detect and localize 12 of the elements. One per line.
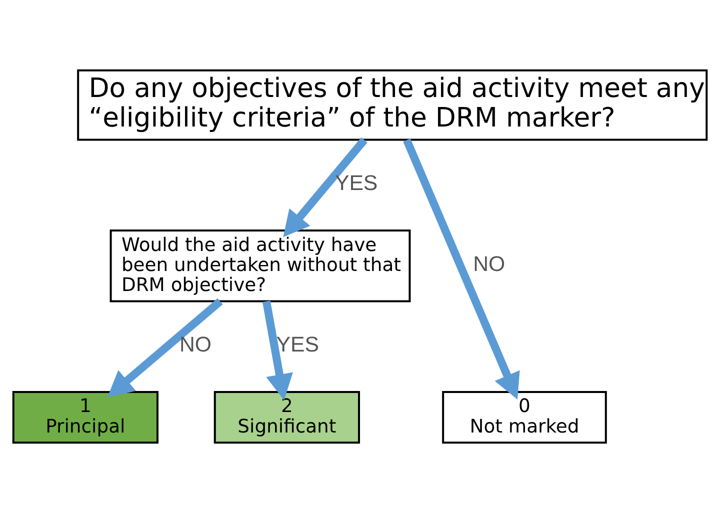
edge-label: NO [473,252,506,276]
node-box: Would the aid activity have been undertaken without that DRM objective? [110,229,411,302]
node-box: 2 Significant [214,390,360,444]
node-box: Do any objectives of the aid activity meet any “eligibility criteria” of the DRM marker? [77,69,708,141]
edge-label: NO [180,332,212,357]
arrow [283,137,368,238]
arrow [262,300,293,400]
node-box: 1 Principal [12,390,158,444]
edge-label: YES [334,171,378,196]
arrow [403,138,520,400]
node-box: 0 Not marked [442,390,607,444]
arrow [107,298,223,398]
